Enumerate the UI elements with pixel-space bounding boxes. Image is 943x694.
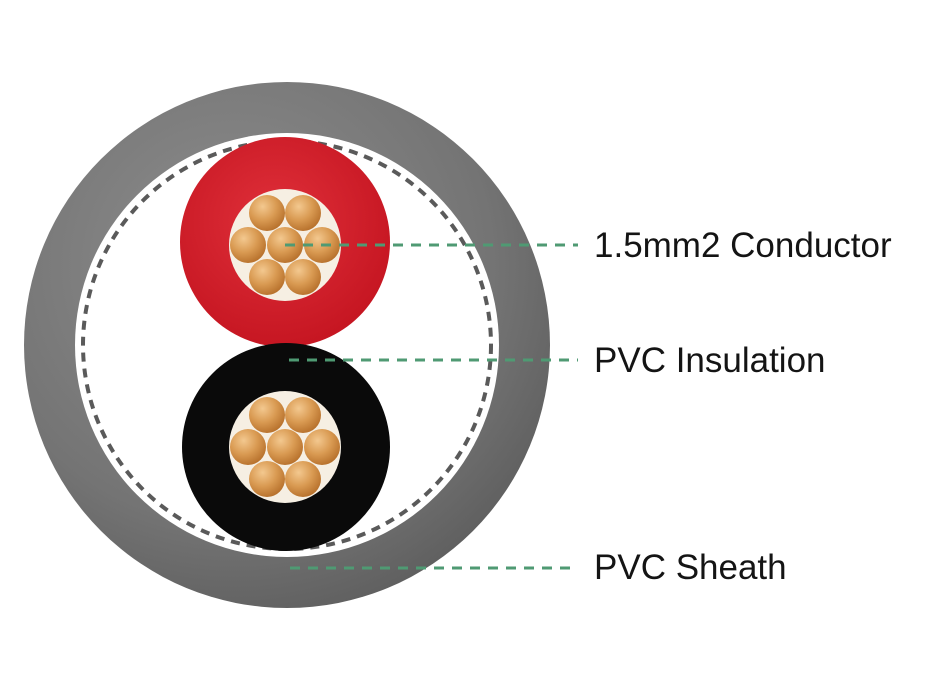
strand bbox=[285, 397, 321, 433]
conductor-label: 1.5mm2 Conductor bbox=[594, 226, 892, 265]
strand bbox=[285, 259, 321, 295]
strand bbox=[249, 259, 285, 295]
strand bbox=[249, 461, 285, 497]
sheath-label: PVC Sheath bbox=[594, 548, 787, 587]
insulation-label: PVC Insulation bbox=[594, 341, 826, 380]
strand bbox=[304, 429, 340, 465]
strand bbox=[230, 227, 266, 263]
black-conductor-strands bbox=[230, 397, 340, 497]
black-core bbox=[182, 343, 390, 551]
red-conductor-strands bbox=[230, 195, 340, 295]
strand bbox=[249, 397, 285, 433]
strand bbox=[285, 195, 321, 231]
red-core bbox=[180, 137, 390, 347]
strand bbox=[249, 195, 285, 231]
strand bbox=[230, 429, 266, 465]
strand bbox=[285, 461, 321, 497]
strand bbox=[267, 429, 303, 465]
